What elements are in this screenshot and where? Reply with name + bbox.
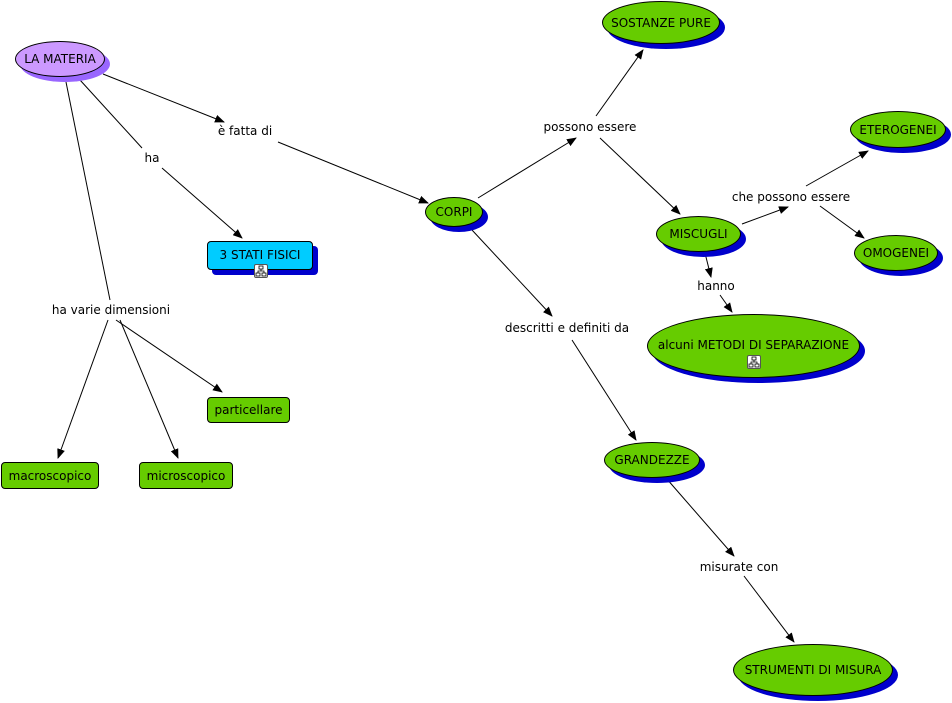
concept-label: GRANDEZZE	[614, 453, 690, 467]
edge-possono-miscugli	[599, 137, 681, 215]
concept-label: particellare	[214, 403, 283, 417]
link-label-ha[interactable]: ha	[141, 150, 163, 166]
concept-corpi[interactable]: CORPI	[425, 197, 483, 227]
concept-label: macroscopico	[8, 468, 92, 483]
edge-materia-ha	[79, 79, 143, 149]
link-label-hanno[interactable]: hanno	[694, 278, 738, 294]
concept-grandezze[interactable]: GRANDEZZE	[604, 442, 700, 478]
edge-grandezze-misurate	[665, 477, 735, 557]
edge-hanno-metodi	[719, 294, 733, 313]
concept-label: OMOGENEI	[862, 246, 930, 260]
edge-corpi-descritti	[471, 229, 553, 317]
edge-possono-sostanze	[595, 49, 644, 117]
link-label-ha-varie-dimensioni[interactable]: ha varie dimensioni	[48, 302, 174, 318]
concept-label: CORPI	[435, 205, 473, 219]
edge-materia-fatta	[102, 73, 225, 123]
link-label-descritti-e-definiti-da[interactable]: descritti e definiti da	[501, 320, 633, 336]
link-label-possono-essere[interactable]: possono essere	[540, 119, 640, 135]
concept-label: LA MATERIA	[24, 52, 96, 66]
link-label-misurate-con[interactable]: misurate con	[696, 559, 782, 575]
concept-label: microscopico	[146, 468, 226, 483]
concept-label: MISCUGLI	[669, 227, 728, 241]
concept-map-link-icon[interactable]	[254, 264, 268, 278]
concept-eterogenei[interactable]: ETEROGENEI	[850, 111, 946, 148]
concept-particellare[interactable]: particellare	[207, 397, 290, 423]
edge-misurate-strumenti	[743, 575, 795, 643]
edge-ha-stati	[161, 167, 243, 239]
edge-che-omogenei	[819, 205, 865, 239]
concept-label: SOSTANZE PURE	[611, 15, 711, 30]
concept-macroscopico[interactable]: macroscopico	[1, 462, 99, 489]
concept-label: 3 STATI FISICI	[219, 248, 301, 262]
edge-dimensioni-particellare	[115, 319, 223, 393]
edge-descritti-grandezze	[571, 339, 637, 441]
link-label-che-possono-essere[interactable]: che possono essere	[728, 189, 854, 205]
edge-materia-dimensioni	[65, 81, 111, 301]
concept-label: alcuni METODI DI SEPARAZIONE	[657, 338, 850, 352]
concept-miscugli[interactable]: MISCUGLI	[656, 216, 741, 252]
concept-omogenei[interactable]: OMOGENEI	[854, 235, 938, 271]
edge-che-eterogenei	[805, 150, 869, 187]
edge-fatta-corpi	[277, 141, 429, 204]
concept-map-link-icon[interactable]	[747, 355, 761, 369]
edge-miscugli-che	[741, 206, 789, 225]
edge-dimensioni-microscopico	[119, 319, 179, 459]
edge-miscugli-hanno	[704, 252, 713, 278]
concept-alcuni-metodi-di-separazione[interactable]: alcuni METODI DI SEPARAZIONE	[647, 314, 860, 378]
edge-corpi-possono	[477, 137, 577, 199]
concept-strumenti-di-misura[interactable]: STRUMENTI DI MISURA	[733, 644, 893, 696]
concept-label: ETEROGENEI	[859, 122, 937, 137]
concept-label: STRUMENTI DI MISURA	[744, 663, 882, 677]
concept-microscopico[interactable]: microscopico	[139, 462, 233, 489]
concept-la-materia[interactable]: LA MATERIA	[15, 41, 105, 77]
link-label-fatta-di[interactable]: è fatta di	[214, 123, 276, 139]
concept-sostanze-pure[interactable]: SOSTANZE PURE	[602, 1, 720, 44]
edge-dimensioni-macroscopico	[57, 319, 109, 459]
